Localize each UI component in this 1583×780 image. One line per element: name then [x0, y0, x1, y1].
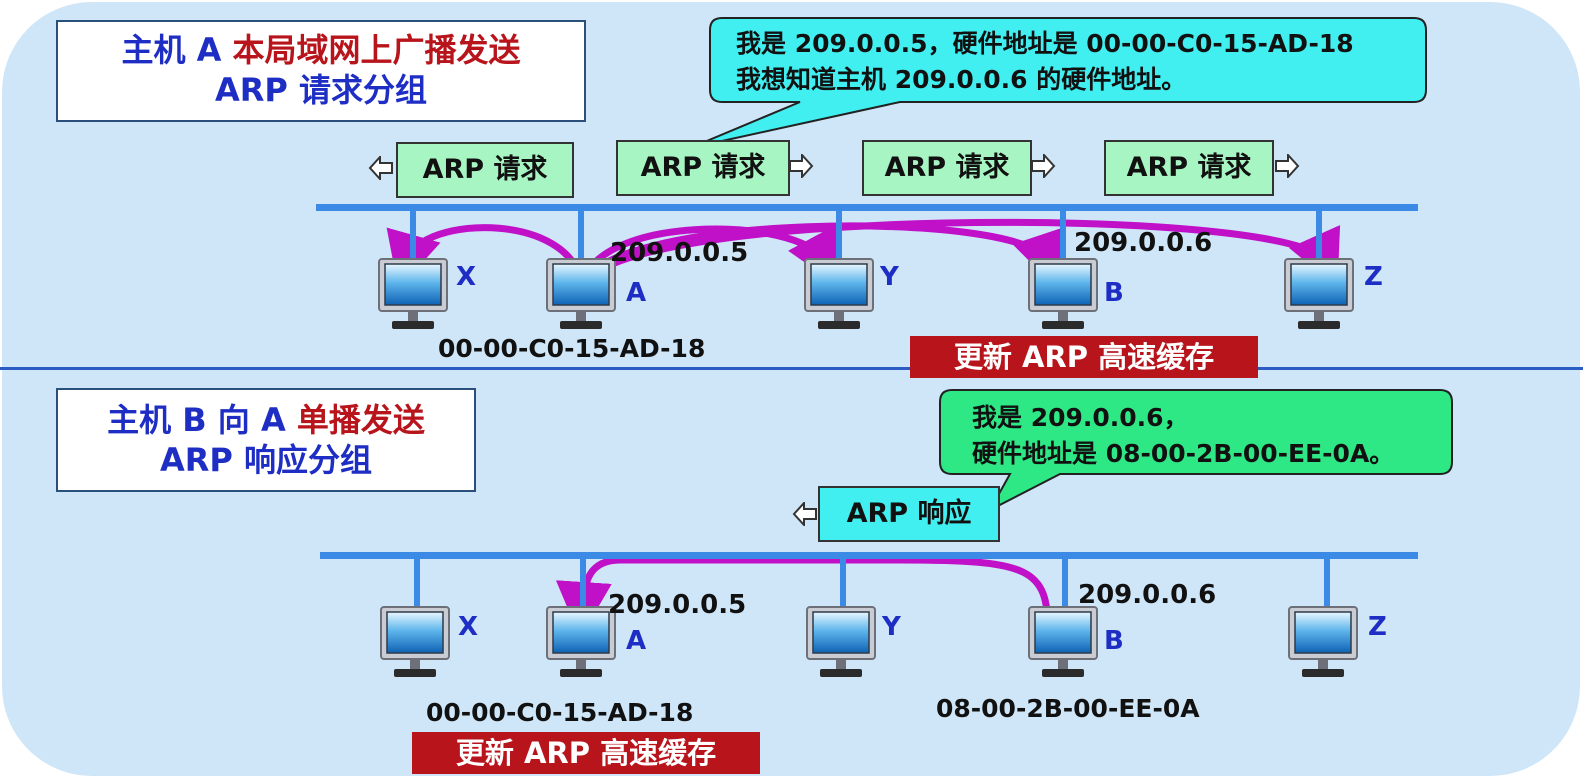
arrow-right-icon — [1275, 154, 1300, 178]
bottom-title-packet: ARP 响应分组 — [159, 441, 372, 479]
arrow-left-icon — [368, 156, 393, 180]
bottom-title-box: 主机 B 向 A 单播发送 ARP 响应分组 — [56, 388, 476, 492]
arrow-right-icon — [1031, 154, 1056, 178]
bus-drop — [414, 556, 420, 610]
computer-monitor-icon — [806, 606, 876, 680]
mac-address-b: 08-00-2B-00-EE-0A — [936, 694, 1200, 723]
bus-drop — [1060, 208, 1066, 262]
mac-address-a: 00-00-C0-15-AD-18 — [438, 334, 706, 363]
top-title-box: 主机 A 本局域网上广播发送 ARP 请求分组 — [56, 20, 586, 122]
top-title-action: 本局域网上广播发送 — [232, 31, 521, 69]
host-label-y: Y — [880, 262, 899, 292]
top-title-packet: ARP 请求分组 — [214, 71, 427, 109]
arrow-left-icon — [792, 502, 817, 526]
computer-monitor-icon — [546, 258, 616, 332]
bus-drop — [410, 208, 416, 262]
host-label-a: A — [626, 626, 647, 656]
computer-monitor-icon — [1028, 606, 1098, 680]
host-label-z: Z — [1368, 612, 1387, 642]
arp-request-packet: ARP 请求 — [1104, 140, 1274, 196]
computer-monitor-icon — [804, 258, 874, 332]
mac-address-a: 00-00-C0-15-AD-18 — [426, 698, 694, 727]
unicast-curve — [555, 556, 1052, 638]
bus-drop — [836, 208, 842, 262]
ip-address-a: 209.0.0.5 — [608, 590, 747, 620]
top-bubble-line2: 我想知道主机 209.0.0.6 的硬件地址。 — [736, 65, 1187, 94]
ip-address-b: 209.0.0.6 — [1074, 228, 1213, 258]
computer-monitor-icon — [1284, 258, 1354, 332]
arrow-right-icon — [789, 154, 814, 178]
computer-monitor-icon — [378, 258, 448, 332]
host-label-z: Z — [1364, 262, 1383, 292]
host-label-x: X — [458, 612, 479, 642]
top-bubble-line1: 我是 209.0.0.5，硬件地址是 00-00-C0-15-AD-18 — [736, 29, 1354, 58]
top-lan-bus — [316, 204, 1418, 211]
host-label-x: X — [456, 262, 477, 292]
bus-drop — [1316, 208, 1322, 262]
host-label-y: Y — [882, 612, 901, 642]
bus-drop — [1324, 556, 1330, 610]
arp-request-packet: ARP 请求 — [396, 142, 574, 198]
arp-request-packet: ARP 请求 — [616, 140, 790, 196]
computer-monitor-icon — [1028, 258, 1098, 332]
arp-response-packet: ARP 响应 — [818, 486, 1000, 542]
computer-monitor-icon — [1288, 606, 1358, 680]
host-label-b: B — [1104, 278, 1124, 308]
top-title-host: 主机 A — [121, 31, 233, 69]
ip-address-b: 209.0.0.6 — [1078, 580, 1217, 610]
bottom-title-host: 主机 B 向 A — [107, 401, 297, 439]
bottom-title-action: 单播发送 — [296, 401, 425, 439]
section-divider — [0, 367, 1583, 370]
cache-update-banner: 更新 ARP 高速缓存 — [910, 336, 1258, 378]
top-speech-bubble — [689, 17, 1427, 149]
bottom-lan-bus — [320, 552, 1418, 559]
computer-monitor-icon — [546, 606, 616, 680]
bottom-speech-bubble — [939, 389, 1453, 513]
cache-update-banner: 更新 ARP 高速缓存 — [412, 732, 760, 774]
bus-drop — [578, 208, 584, 262]
bottom-bubble-line2: 硬件地址是 08-00-2B-00-EE-0A。 — [972, 439, 1395, 468]
arp-request-packet: ARP 请求 — [862, 140, 1032, 196]
host-label-b: B — [1104, 626, 1124, 656]
ip-address-a: 209.0.0.5 — [610, 238, 749, 268]
host-label-a: A — [626, 278, 647, 308]
computer-monitor-icon — [380, 606, 450, 680]
bus-drop — [840, 556, 846, 610]
bus-drop — [580, 556, 586, 610]
bus-drop — [1062, 556, 1068, 610]
bottom-bubble-line1: 我是 209.0.0.6， — [972, 403, 1189, 432]
